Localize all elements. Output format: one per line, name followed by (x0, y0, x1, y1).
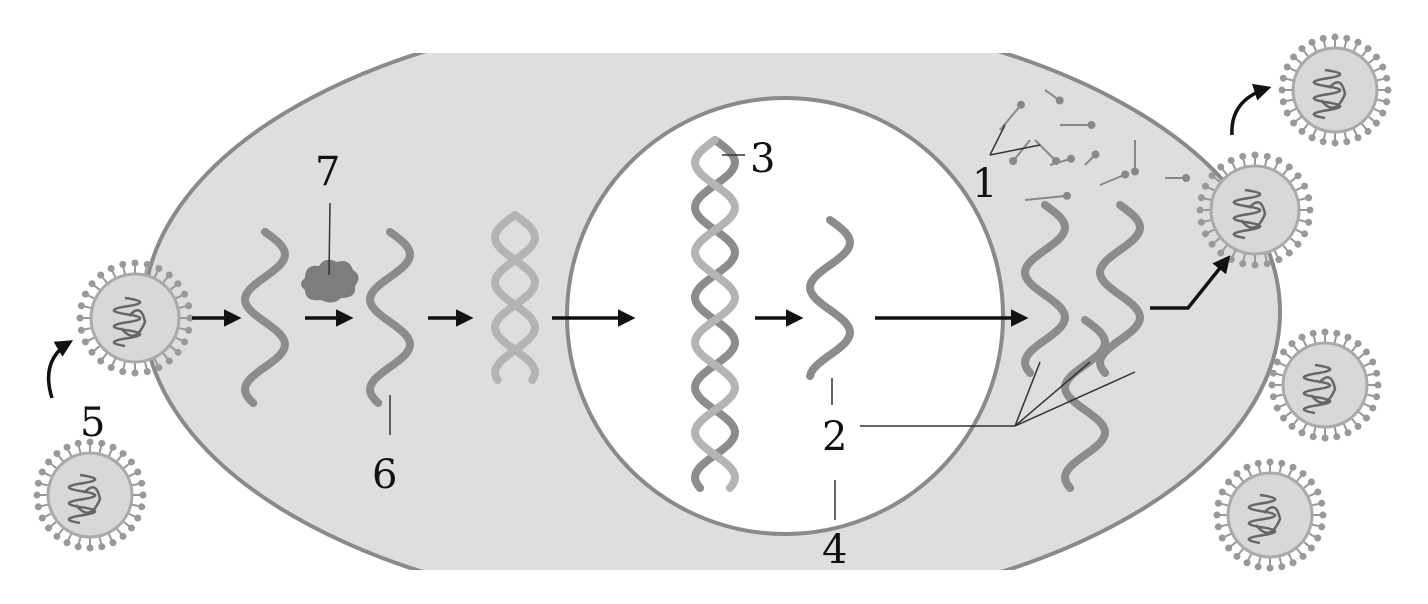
dna-strand (491, 211, 539, 384)
budding-virus (1196, 151, 1314, 269)
protein-pin (1009, 139, 1031, 165)
released-virus (1268, 328, 1382, 442)
release-arrow (1230, 83, 1272, 136)
viral-rna-strand (241, 228, 289, 407)
protein-pin (1084, 150, 1100, 166)
label-2: 2 (822, 414, 847, 460)
protein-pin (1024, 191, 1071, 201)
label-1: 1 (972, 161, 997, 207)
leader-lines (328, 124, 1136, 520)
nucleus (565, 96, 1005, 536)
protein-pin (1044, 89, 1064, 105)
integrated-dna-strand (691, 136, 739, 492)
protein-pin (1060, 121, 1096, 129)
transcribed-rna-strand (806, 216, 854, 380)
protein-pin (1165, 174, 1190, 182)
released-virus (1278, 33, 1392, 147)
viral-rna-copy (1021, 201, 1069, 377)
viral-rna-copy (1096, 201, 1144, 377)
protein-pin (1099, 170, 1130, 186)
dna-strand (491, 211, 539, 384)
host-dna-strand (691, 136, 739, 492)
enzyme-blob (301, 259, 359, 303)
assembly-arrow (1150, 255, 1231, 310)
entry-arrow (46, 340, 74, 399)
virus-particle (33, 438, 147, 552)
entering-virus (76, 259, 194, 377)
viral-rna-copy (1061, 316, 1109, 492)
label-6: 6 (372, 452, 397, 498)
label-3: 3 (750, 136, 775, 182)
label-7: 7 (315, 149, 340, 195)
viral-rna-strand (366, 228, 414, 407)
protein-pin (1049, 154, 1075, 166)
protein-pin (1131, 140, 1139, 176)
label-4: 4 (822, 527, 847, 573)
label-5: 5 (80, 400, 105, 446)
released-virus (1213, 458, 1327, 572)
protein-pin (999, 100, 1025, 131)
